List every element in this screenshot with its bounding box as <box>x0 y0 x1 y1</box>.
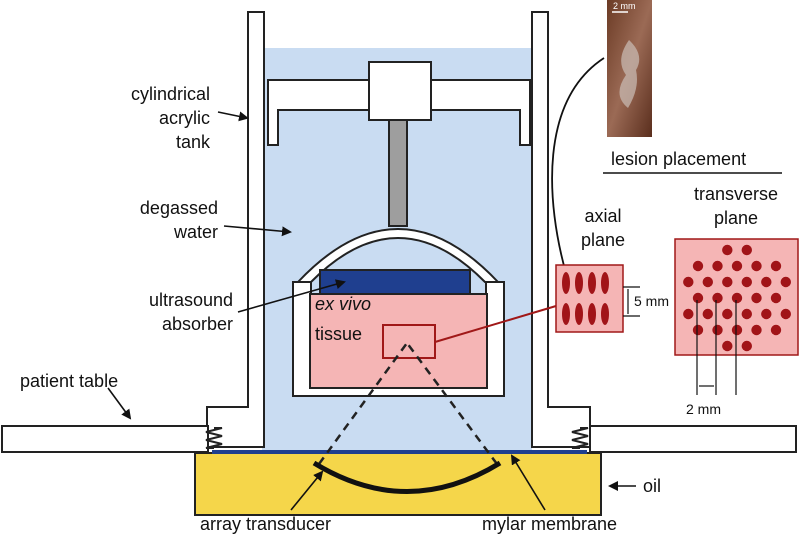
oil-label: oil <box>643 476 661 496</box>
axial-lesion <box>601 303 609 325</box>
axial-lesion <box>588 303 596 325</box>
tank-label-line2: acrylic <box>159 108 210 128</box>
array-transducer-label: array transducer <box>200 514 331 534</box>
axial-lesion <box>562 272 570 294</box>
transverse-lesion <box>722 308 733 320</box>
focus-cone-right <box>405 342 499 465</box>
patient-table-right <box>589 425 797 453</box>
transverse-lesion <box>770 292 782 304</box>
mylar-membrane-arrow <box>510 454 546 511</box>
transverse-lesion <box>702 308 713 320</box>
axial-plane-label-line1: axial <box>584 206 621 226</box>
transverse-lesion <box>770 324 782 336</box>
transverse-lesion <box>741 308 752 320</box>
patient-table-label: patient table <box>20 371 118 391</box>
array-transducer <box>312 460 502 494</box>
transverse-lesion <box>770 260 782 272</box>
transverse-lesion <box>692 292 704 304</box>
mylar-membrane <box>212 450 587 454</box>
spring-left <box>205 427 223 449</box>
transverse-lesion <box>780 276 791 288</box>
transverse-lesion <box>751 324 762 336</box>
transverse-lesion <box>722 244 733 256</box>
transverse-lesion <box>741 244 752 256</box>
axial-lesion <box>575 272 583 294</box>
transverse-lesion <box>712 260 723 272</box>
absorber-arrow <box>237 279 346 313</box>
patient-table-left <box>1 425 209 453</box>
transverse-lesion-group <box>683 244 791 352</box>
water-arrow <box>223 225 292 237</box>
gantry-frame <box>267 79 531 146</box>
focus-cone-left <box>317 342 409 465</box>
water-label-line1: degassed <box>140 198 218 218</box>
transverse-lesion <box>683 308 694 320</box>
transverse-lesion <box>712 292 723 304</box>
transverse-lesion <box>712 324 723 336</box>
mylar-membrane-label: mylar membrane <box>482 514 617 534</box>
axial-lesion <box>601 272 609 294</box>
transverse-lesion <box>751 260 762 272</box>
transverse-plane-label-line2: plane <box>714 208 758 228</box>
transverse-lesion <box>731 260 743 272</box>
patient-table-arrow <box>107 387 132 420</box>
transverse-lesion <box>692 324 704 336</box>
transverse-lesion <box>741 340 752 352</box>
transverse-lesion <box>692 260 704 272</box>
tank-arrow <box>217 111 249 122</box>
axial-lesion-group <box>562 272 609 325</box>
transverse-lesion <box>751 292 762 304</box>
transverse-lesion <box>722 340 733 352</box>
tissue-label-line2: tissue <box>315 324 362 344</box>
lesion-placement-label: lesion placement <box>611 149 746 169</box>
ex-vivo-tissue <box>309 293 488 389</box>
transverse-lesion <box>731 292 743 304</box>
gantry-rod <box>388 119 408 227</box>
absorber-label-line2: absorber <box>162 314 233 334</box>
axial-lesion <box>562 303 570 325</box>
water-label-line2: water <box>173 222 218 242</box>
transverse-lesion <box>741 276 752 288</box>
transverse-lesion <box>722 276 733 288</box>
gantry-block <box>368 61 432 121</box>
oil-bath <box>194 452 602 516</box>
histology-lesion <box>619 40 640 108</box>
transverse-lesion <box>761 308 772 320</box>
transverse-plane-label-line1: transverse <box>694 184 778 204</box>
array-transducer-arrow <box>290 470 324 511</box>
tissue-label-line1: ex vivo <box>315 294 371 314</box>
axial-lesion <box>575 303 583 325</box>
tank-label-line1: cylindrical <box>131 84 210 104</box>
transverse-lesion <box>683 276 694 288</box>
tank-right-wall <box>531 11 591 448</box>
axial-plane-label-line2: plane <box>581 230 625 250</box>
axial-lesion <box>588 272 596 294</box>
absorber-label-line1: ultrasound <box>149 290 233 310</box>
photo-arrow <box>551 57 605 279</box>
transverse-lesion <box>731 324 743 336</box>
transverse-lesion <box>761 276 772 288</box>
photo-scale-label: 2 mm <box>613 1 636 11</box>
transverse-lesion <box>702 276 713 288</box>
transverse-lesion <box>780 308 791 320</box>
spring-right <box>571 427 589 449</box>
dim-5mm-label: 5 mm <box>634 293 669 309</box>
tank-label-line3: tank <box>176 132 211 152</box>
dim-2mm-label: 2 mm <box>686 401 721 417</box>
target-connector <box>434 305 557 343</box>
